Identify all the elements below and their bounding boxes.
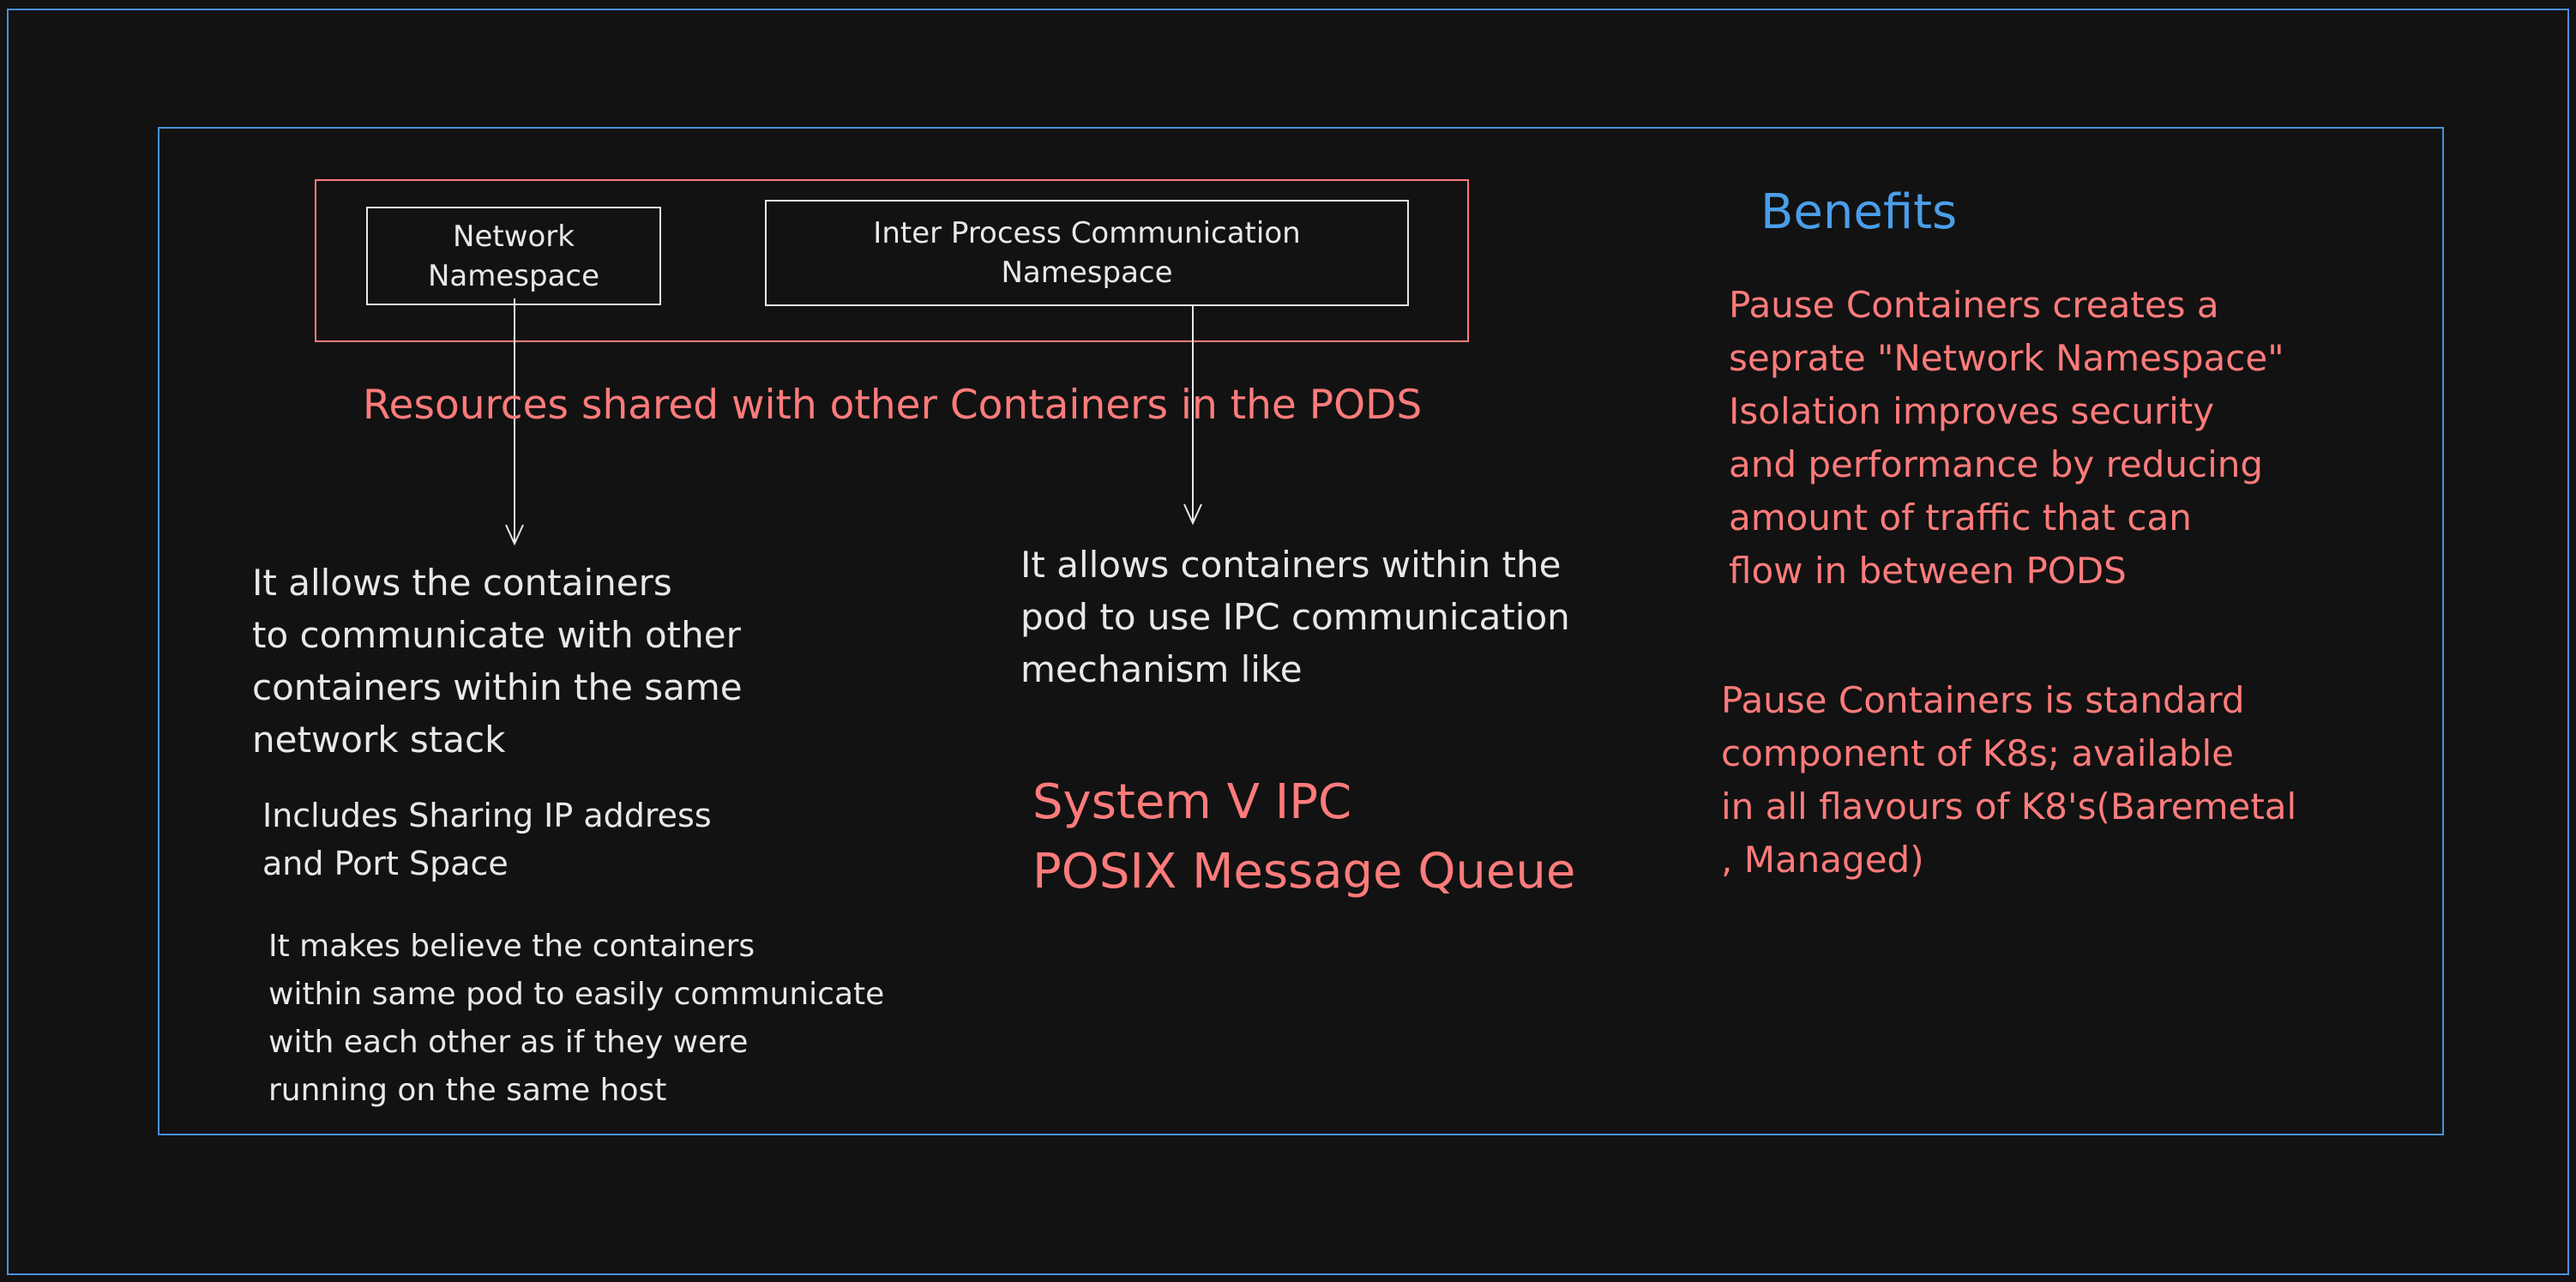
network-believe: It makes believe the containers within s… bbox=[268, 923, 884, 1115]
network-description: It allows the containers to communicate … bbox=[252, 557, 743, 766]
ipc-namespace-box[interactable]: Inter Process Communication Namespace bbox=[765, 200, 1409, 306]
network-includes-line-2: and Port Space bbox=[262, 845, 509, 882]
benefits-p1-line-6: flow in between PODS bbox=[1729, 550, 2127, 592]
ipc-box-line-1: Inter Process Communication bbox=[873, 216, 1301, 250]
benefits-p1-line-2: seprate "Network Namespace" bbox=[1729, 337, 2284, 379]
network-believe-line-4: running on the same host bbox=[268, 1073, 667, 1108]
ipc-mechanisms: System V IPC POSIX Message Queue bbox=[1032, 767, 1575, 906]
inner-frame bbox=[158, 127, 2444, 1135]
network-box-line-2: Namespace bbox=[427, 258, 600, 293]
network-desc-line-2: to communicate with other bbox=[252, 614, 741, 656]
benefits-p2-line-3: in all flavours of K8's(Baremetal bbox=[1721, 785, 2297, 828]
benefits-paragraph-2: Pause Containers is standard component o… bbox=[1721, 674, 2296, 887]
benefits-p2-line-1: Pause Containers is standard bbox=[1721, 679, 2245, 721]
benefits-p1-line-1: Pause Containers creates a bbox=[1729, 284, 2219, 326]
network-box-line-1: Network bbox=[453, 219, 575, 254]
network-believe-line-3: with each other as if they were bbox=[268, 1025, 749, 1060]
ipc-desc-line-3: mechanism like bbox=[1020, 648, 1303, 690]
ipc-desc-line-1: It allows containers within the bbox=[1020, 544, 1562, 586]
benefits-p1-line-5: amount of traffic that can bbox=[1729, 497, 2192, 539]
benefits-p1-line-3: Isolation improves security bbox=[1729, 390, 2215, 432]
network-desc-line-4: network stack bbox=[252, 719, 506, 761]
benefits-p2-line-2: component of K8s; available bbox=[1721, 732, 2235, 774]
network-namespace-box[interactable]: Network Namespace bbox=[366, 207, 661, 305]
network-includes-line-1: Includes Sharing IP address bbox=[262, 797, 712, 834]
network-desc-line-3: containers within the same bbox=[252, 666, 743, 708]
ipc-box-line-2: Namespace bbox=[1001, 256, 1173, 290]
network-desc-line-1: It allows the containers bbox=[252, 562, 672, 604]
ipc-description: It allows containers within the pod to u… bbox=[1020, 539, 1570, 695]
benefits-paragraph-1: Pause Containers creates a seprate "Netw… bbox=[1729, 279, 2284, 598]
ipc-desc-line-2: pod to use IPC communication bbox=[1020, 596, 1570, 638]
shared-resources-label: Resources shared with other Containers i… bbox=[363, 382, 1423, 429]
network-believe-line-1: It makes believe the containers bbox=[268, 929, 755, 964]
benefits-title: Benefits bbox=[1760, 184, 1958, 240]
network-believe-line-2: within same pod to easily communicate bbox=[268, 977, 885, 1012]
outer-frame bbox=[7, 9, 2569, 1275]
benefits-p1-line-4: and performance by reducing bbox=[1729, 443, 2264, 485]
ipc-mechanism-2: POSIX Message Queue bbox=[1032, 844, 1576, 900]
shared-resources-group bbox=[315, 179, 1469, 342]
ipc-mechanism-1: System V IPC bbox=[1032, 774, 1352, 830]
network-includes: Includes Sharing IP address and Port Spa… bbox=[262, 791, 712, 888]
benefits-p2-line-4: , Managed) bbox=[1721, 839, 1924, 881]
